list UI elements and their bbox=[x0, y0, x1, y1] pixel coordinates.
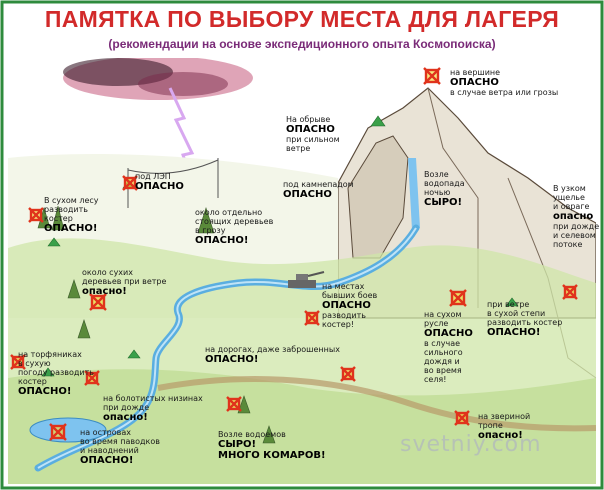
trees bbox=[37, 205, 276, 444]
label-dry-steppe: при ветре в сухой степи разводить костер… bbox=[487, 300, 563, 338]
label-dry-riverbed: на сухом русле ОПАСНО в случае сильного … bbox=[424, 310, 473, 384]
label-peat: на торфяниках в сухую погоду разводить к… bbox=[18, 350, 94, 397]
label-lone-tree: около отдельно стоящих деревьев в грозу … bbox=[195, 208, 274, 246]
label-waterfall: Возле водопада ночью СЫРО! bbox=[424, 170, 465, 208]
pond bbox=[29, 417, 107, 443]
label-dry-trees: около сухих деревьев при ветре опасно! bbox=[82, 268, 167, 297]
page-subtitle: (рекомендации на основе экспедиционного … bbox=[108, 37, 496, 51]
label-battlefield: на местах бывших боев ОПАСНО разводить к… bbox=[322, 282, 378, 329]
label-pond: Возле водоемов СЫРО! МНОГО КОМАРОВ! bbox=[218, 430, 326, 461]
label-summit: на вершине ОПАСНО в случае ветра или гро… bbox=[450, 68, 559, 97]
road bbox=[157, 376, 596, 432]
label-gorge: В узком ущелье и овраге опасно при дожде… bbox=[553, 184, 600, 249]
landscape-illustration bbox=[8, 58, 596, 484]
label-powerline: под ЛЭП ОПАСНО bbox=[135, 172, 184, 192]
river-highlight bbox=[37, 227, 417, 469]
tank-icon bbox=[288, 271, 325, 288]
grass-field-lower bbox=[8, 369, 596, 484]
page-title: ПАМЯТКА ПО ВЫБОРУ МЕСТА ДЛЯ ЛАГЕРЯ bbox=[44, 6, 560, 32]
label-cliff: На обрыве ОПАСНО при сильном ветре bbox=[286, 115, 340, 153]
label-road: на дорогах, даже заброшенных ОПАСНО! bbox=[205, 345, 340, 365]
label-island: на островах во время паводков и наводнен… bbox=[80, 428, 160, 466]
label-lowland: на болотистых низинах при дожде опасно! bbox=[103, 394, 203, 423]
storm-cloud-icon bbox=[63, 58, 253, 189]
label-rockfall: под камнепадом ОПАСНО bbox=[283, 180, 354, 200]
danger-mark-icon bbox=[10, 67, 578, 441]
waterfall bbox=[408, 158, 420, 230]
watermark: svetniy.com bbox=[400, 432, 542, 457]
label-dry-forest: В сухом лесу разводить костер ОПАСНО! bbox=[44, 196, 99, 234]
label-animal-trail: на звериной тропе опасно! bbox=[478, 412, 531, 441]
